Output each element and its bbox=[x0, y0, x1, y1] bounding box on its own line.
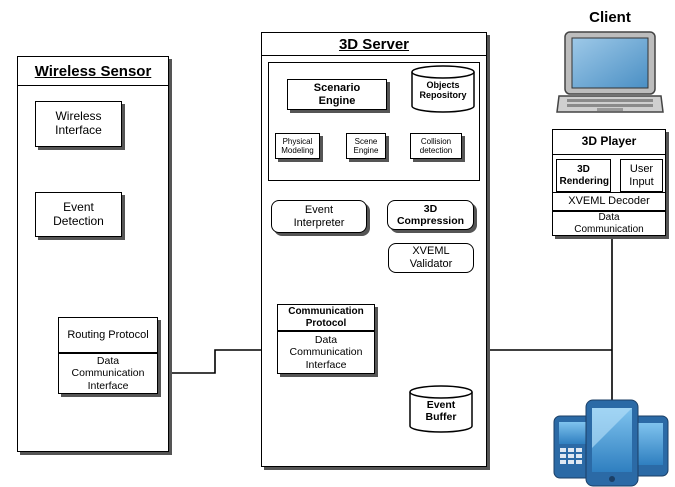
player-title: 3D Player bbox=[581, 134, 637, 149]
client-data-comm-label: Data Communication bbox=[574, 212, 644, 235]
xveml-validator-label: XVEML Validator bbox=[409, 245, 453, 270]
wireless-sensor-title: Wireless Sensor bbox=[34, 62, 152, 80]
rendering-box: 3D Rendering bbox=[556, 159, 611, 192]
player-title-box: 3D Player bbox=[552, 129, 666, 155]
compression-box: 3D Compression bbox=[387, 200, 474, 230]
event-interpreter-box: Event Interpreter bbox=[271, 200, 367, 233]
client-data-comm-box: Data Communication bbox=[552, 211, 666, 236]
routing-protocol-label: Routing Protocol bbox=[67, 328, 149, 341]
rendering-label: 3D Rendering bbox=[559, 164, 609, 187]
scene-engine-label: Scene Engine bbox=[353, 136, 379, 155]
laptop-icon bbox=[556, 31, 664, 113]
mobile-devices-icon bbox=[553, 399, 669, 487]
scene-engine-box: Scene Engine bbox=[346, 133, 386, 159]
objects-repository-cylinder bbox=[411, 65, 475, 113]
collision-detection-box: Collision detection bbox=[410, 133, 462, 159]
scenario-engine-box: Scenario Engine bbox=[287, 79, 387, 110]
wire-sensor-server bbox=[158, 349, 277, 374]
server-data-comm-label: Data Communication Interface bbox=[289, 334, 363, 371]
wireless-data-comm-label: Data Communication Interface bbox=[71, 355, 145, 392]
scenario-engine-label: Scenario Engine bbox=[313, 81, 361, 107]
physical-modeling-box: Physical Modeling bbox=[275, 133, 320, 159]
xveml-validator-box: XVEML Validator bbox=[388, 243, 474, 273]
xveml-decoder-box: XVEML Decoder bbox=[552, 192, 666, 211]
wireless-interface-label: Wireless Interface bbox=[55, 109, 102, 137]
physical-modeling-label: Physical Modeling bbox=[281, 136, 314, 155]
communication-protocol-box: Communication Protocol bbox=[277, 304, 375, 331]
wireless-interface-box: Wireless Interface bbox=[35, 101, 122, 147]
event-interpreter-label: Event Interpreter bbox=[293, 203, 345, 229]
compression-label: 3D Compression bbox=[396, 202, 465, 227]
xveml-decoder-label: XVEML Decoder bbox=[568, 195, 650, 208]
wireless-data-comm-box: Data Communication Interface bbox=[58, 353, 158, 394]
event-buffer-cylinder bbox=[409, 385, 473, 433]
routing-protocol-box: Routing Protocol bbox=[58, 317, 158, 353]
objects-repository-label: Objects Repository bbox=[419, 80, 467, 101]
client-title: Client bbox=[589, 9, 631, 26]
server-data-comm-box: Data Communication Interface bbox=[277, 331, 375, 374]
event-detection-box: Event Detection bbox=[35, 192, 122, 237]
server-title-bar: 3D Server bbox=[262, 33, 486, 56]
user-input-box: User Input bbox=[620, 159, 663, 192]
server-title: 3D Server bbox=[338, 35, 410, 53]
communication-protocol-label: Communication Protocol bbox=[288, 306, 364, 329]
collision-detection-label: Collision detection bbox=[419, 136, 453, 155]
event-buffer-label: Event Buffer bbox=[425, 399, 457, 424]
user-input-label: User Input bbox=[629, 162, 654, 188]
event-detection-label: Event Detection bbox=[53, 199, 104, 228]
wireless-sensor-title-bar: Wireless Sensor bbox=[18, 57, 168, 86]
